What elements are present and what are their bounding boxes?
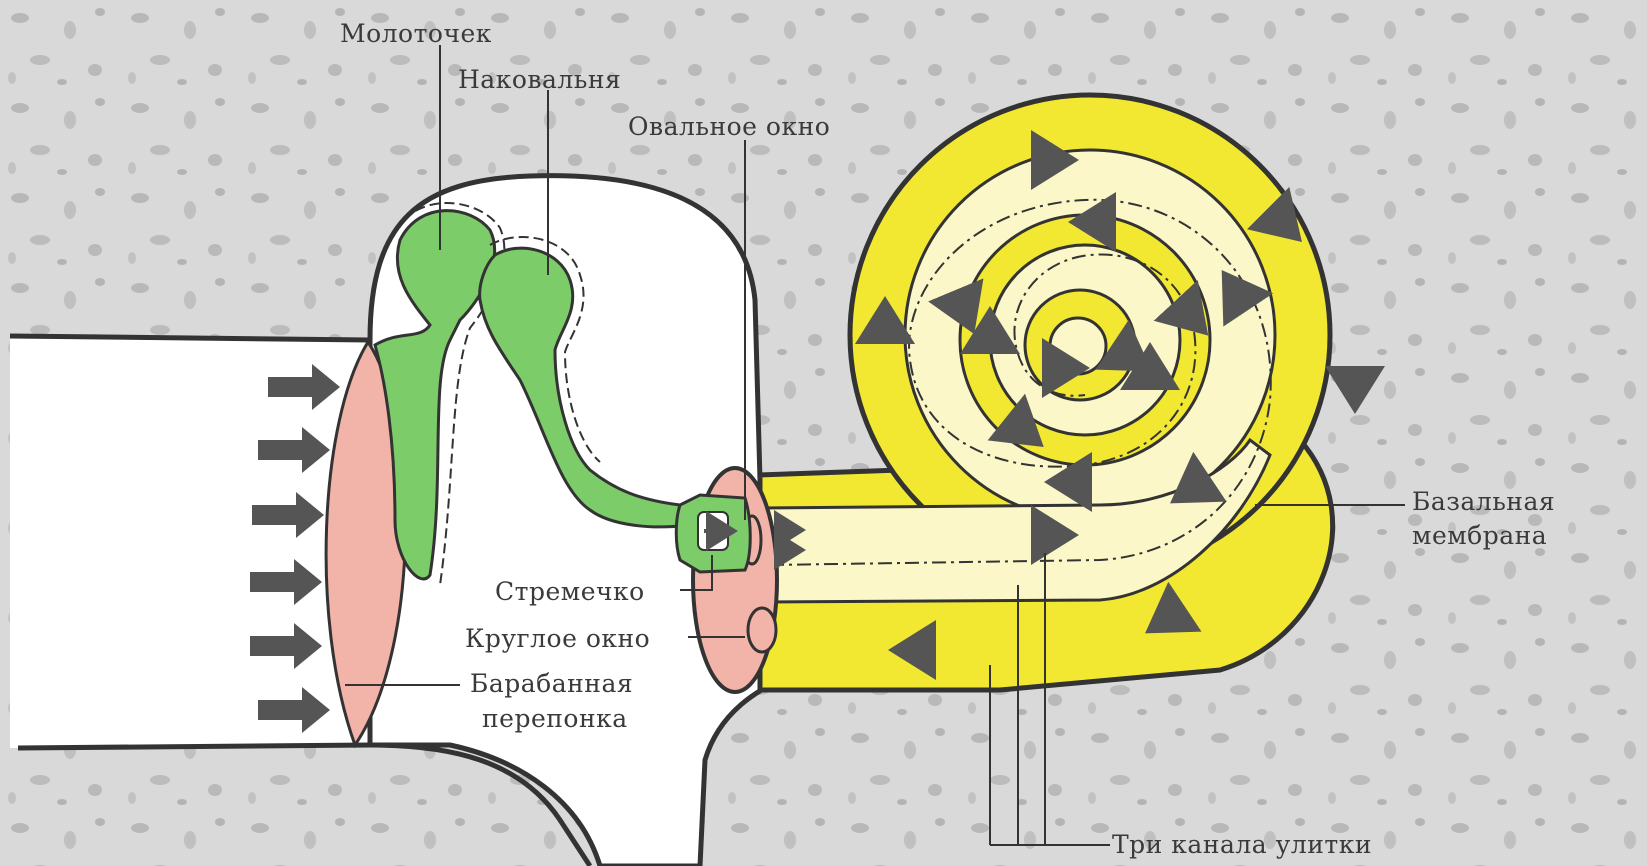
label-basilar-1: Базальная [1412, 487, 1555, 516]
label-malleus: Молоточек [340, 19, 492, 48]
label-stapes: Стремечко [495, 577, 645, 606]
label-eardrum-1: Барабанная [470, 669, 633, 698]
label-three-canals: Три канала улитки [1112, 830, 1372, 859]
label-round-window: Круглое окно [465, 624, 650, 653]
label-basilar-2: мембрана [1412, 521, 1547, 550]
label-eardrum-2: перепонка [482, 704, 628, 733]
label-oval-window: Овальное окно [628, 112, 830, 141]
label-incus: Наковальня [458, 65, 621, 94]
round-window [748, 608, 776, 652]
